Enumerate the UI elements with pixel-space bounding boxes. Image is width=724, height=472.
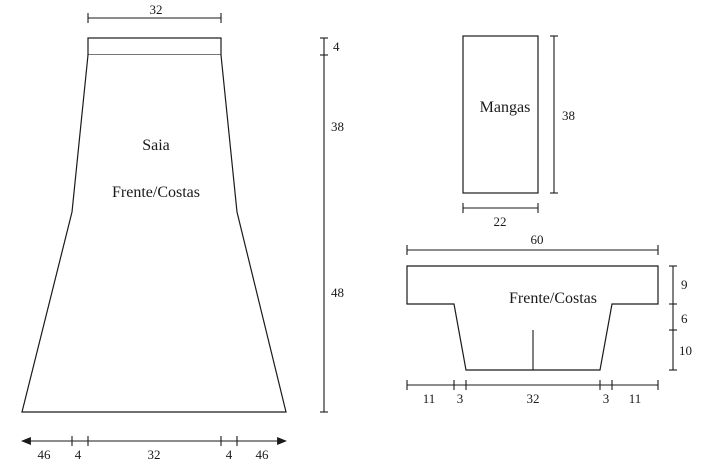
bodice-bottom-width-dimension: 11 3 32 3 11 xyxy=(406,380,659,406)
bodice-outline xyxy=(406,265,659,371)
bodice-height-bottom-label: 10 xyxy=(679,343,692,358)
bodice-height-mid-label: 6 xyxy=(681,311,688,326)
skirt-lower-height-label: 48 xyxy=(331,285,344,300)
skirt-piece: 32 Saia Frente/Costas 4 38 48 46 4 32 xyxy=(21,2,344,462)
sleeve-height-dimension: 38 xyxy=(550,35,575,194)
skirt-bottom-step-right-label: 4 xyxy=(226,447,233,462)
sleeve-title: Mangas xyxy=(480,99,531,116)
bodice-title: Frente/Costas xyxy=(509,290,597,307)
bodice-top-width-dimension: 60 xyxy=(406,232,659,255)
bodice-bottom-center-label: 32 xyxy=(527,391,540,406)
skirt-bottom-side-left-label: 46 xyxy=(38,447,52,462)
bodice-bottom-side-right-label: 11 xyxy=(629,391,642,406)
bodice-bottom-side-left-label: 11 xyxy=(423,391,436,406)
sleeve-height-label: 38 xyxy=(562,108,575,123)
bodice-bottom-step-right-label: 3 xyxy=(603,391,610,406)
sleeve-outline xyxy=(462,35,539,194)
bodice-bottom-step-left-label: 3 xyxy=(457,391,464,406)
skirt-subtitle: Frente/Costas xyxy=(112,184,200,201)
skirt-top-width-dimension: 32 xyxy=(87,2,222,23)
skirt-waistband-height-label: 4 xyxy=(333,39,340,54)
skirt-bottom-side-right-label: 46 xyxy=(256,447,270,462)
skirt-top-width-label: 32 xyxy=(150,2,163,17)
skirt-outline xyxy=(21,54,287,413)
bodice-height-dimension: 9 6 10 xyxy=(669,265,692,371)
skirt-bottom-step-left-label: 4 xyxy=(75,447,82,462)
skirt-height-dimension: 4 38 48 xyxy=(320,37,344,413)
skirt-bottom-width-dimension: 46 4 32 4 46 xyxy=(21,436,287,462)
skirt-upper-height-label: 38 xyxy=(331,119,344,134)
sleeve-width-dimension: 22 xyxy=(462,203,539,229)
bodice-piece: 60 Frente/Costas 9 6 10 11 3 32 3 xyxy=(406,232,692,406)
skirt-bottom-center-label: 32 xyxy=(148,447,161,462)
skirt-title: Saia xyxy=(142,137,170,154)
bodice-top-width-label: 60 xyxy=(531,232,544,247)
skirt-waistband xyxy=(87,37,222,56)
sleeve-width-label: 22 xyxy=(494,214,507,229)
bodice-height-top-label: 9 xyxy=(681,277,688,292)
sleeve-piece: Mangas 38 22 xyxy=(462,35,575,229)
